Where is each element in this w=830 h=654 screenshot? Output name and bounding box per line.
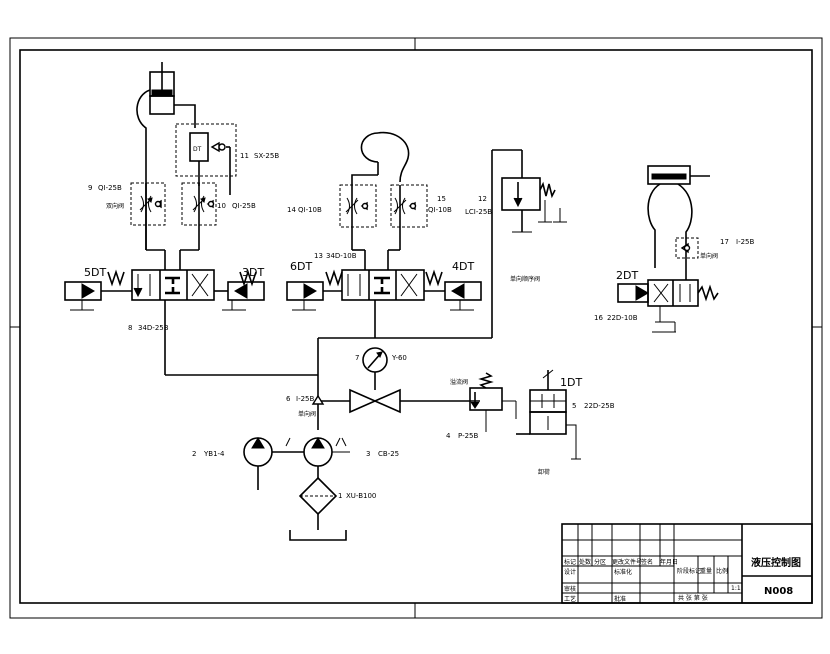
directional-valve-8 — [64, 269, 265, 311]
label-6-note: 单向阀 — [298, 410, 316, 418]
label-14: 14 — [287, 206, 296, 214]
label-16: 16 — [594, 314, 603, 322]
label-4: 4 — [446, 432, 451, 440]
drawing-title: 液压控制图 — [751, 556, 801, 569]
label-5-note: 卸荷 — [538, 468, 550, 476]
check-valve-6 — [311, 394, 325, 405]
throttle-check-valve-15 — [390, 184, 428, 228]
throttle-check-valve-9 — [130, 182, 166, 226]
label-8-model: 34D-25B — [138, 324, 169, 332]
pipes-circuit-2 — [318, 149, 523, 339]
label-7: 7 — [355, 354, 359, 362]
label-5-model: 22D-25B — [584, 402, 615, 410]
solenoid-directional-valve-11: DT — [175, 123, 237, 195]
label-17: 17 — [720, 238, 729, 246]
pump-3 — [303, 437, 350, 478]
tb-design: 设计 — [564, 568, 576, 576]
right-cylinder — [647, 165, 710, 268]
pump-2 — [243, 437, 304, 490]
left-cylinder — [136, 62, 196, 250]
tb-count: 处数 — [579, 558, 591, 566]
drawing-frame — [9, 37, 823, 619]
tb-date: 年月日 — [660, 558, 678, 566]
tb-zone: 分区 — [594, 558, 606, 566]
label-5: 5 — [572, 402, 576, 410]
label-11: 11 — [240, 152, 249, 160]
label-13-model: 34D-10B — [326, 252, 357, 260]
relief-valve-4 — [469, 372, 517, 432]
pressure-gauge-7 — [362, 347, 388, 373]
label-4-model: P-25B — [458, 432, 479, 440]
check-valve-17 — [675, 237, 699, 259]
tb-weight: 重量 — [700, 567, 712, 575]
label-12-model: LCI-25B — [465, 208, 492, 216]
svg-text:DT: DT — [193, 146, 202, 153]
label-9-model: QI-25B — [98, 184, 122, 192]
tb-process: 工艺 — [564, 595, 576, 603]
label-11-model: SX-25B — [254, 152, 279, 160]
sequence-valve-12 — [501, 177, 567, 233]
label-17-note: 单向阀 — [700, 252, 718, 260]
solenoid-6dt-label: 6DT — [290, 260, 312, 273]
label-12-note: 单向顺序阀 — [510, 275, 540, 283]
label-13: 13 — [314, 252, 323, 260]
pipes-circuit-1 — [145, 225, 318, 376]
solenoid-5dt-label: 5DT — [84, 266, 106, 279]
label-12: 12 — [478, 195, 487, 203]
tb-ratio: 比例 — [716, 567, 728, 575]
tb-sign: 签名 — [641, 558, 653, 566]
tb-check: 审核 — [564, 585, 576, 593]
label-1-model: XU-B100 — [346, 492, 376, 500]
drawing-number: N008 — [764, 586, 793, 597]
shutoff-valve — [349, 388, 401, 414]
label-3-model: CB-25 — [378, 450, 399, 458]
hydraulic-motor — [351, 131, 410, 185]
solenoid-3dt-label: 3DT — [242, 266, 264, 279]
label-7-model: Y-60 — [391, 354, 407, 362]
tb-std: 标准化 — [614, 568, 632, 576]
title-block — [561, 523, 813, 604]
label-2-model: YB1-4 — [203, 450, 225, 458]
oil-tank — [289, 530, 347, 541]
tb-stage: 阶段标记 — [677, 567, 701, 575]
label-6: 6 — [286, 395, 291, 403]
label-1: 1 — [338, 492, 342, 500]
solenoid-2dt-label: 2DT — [616, 269, 638, 282]
tb-scale: 1:1 — [731, 585, 741, 592]
solenoid-4dt-label: 4DT — [452, 260, 474, 273]
directional-valve-16 — [617, 250, 719, 333]
label-15: 15 — [437, 195, 446, 203]
throttle-check-valve-14 — [339, 184, 377, 228]
label-4-note: 溢流阀 — [450, 378, 468, 386]
label-8: 8 — [128, 324, 132, 332]
label-3: 3 — [366, 450, 370, 458]
label-14-model: QI-10B — [298, 206, 322, 214]
main-pressure-line — [317, 338, 480, 430]
tb-mark: 标记 — [564, 558, 576, 566]
label-9-note: 双向阀 — [106, 202, 124, 210]
label-16-model: 22D-10B — [607, 314, 638, 322]
throttle-check-valve-10 — [181, 182, 217, 226]
label-6-model: I-25B — [296, 395, 314, 403]
directional-valve-13 — [286, 269, 482, 311]
label-9: 9 — [88, 184, 92, 192]
solenoid-1dt-label: 1DT — [560, 376, 582, 389]
unloading-valve-5 — [516, 369, 581, 460]
label-17-model: I-25B — [736, 238, 754, 246]
tb-docno: 更改文件号 — [612, 558, 642, 566]
label-15-model: QI-10B — [428, 206, 452, 214]
tb-approve: 批准 — [614, 595, 626, 603]
label-10-model: QI-25B — [232, 202, 256, 210]
tb-sheets: 共 张 第 张 — [678, 594, 708, 602]
filter-1 — [298, 476, 338, 530]
label-10: 10 — [217, 202, 226, 210]
label-2: 2 — [192, 450, 196, 458]
